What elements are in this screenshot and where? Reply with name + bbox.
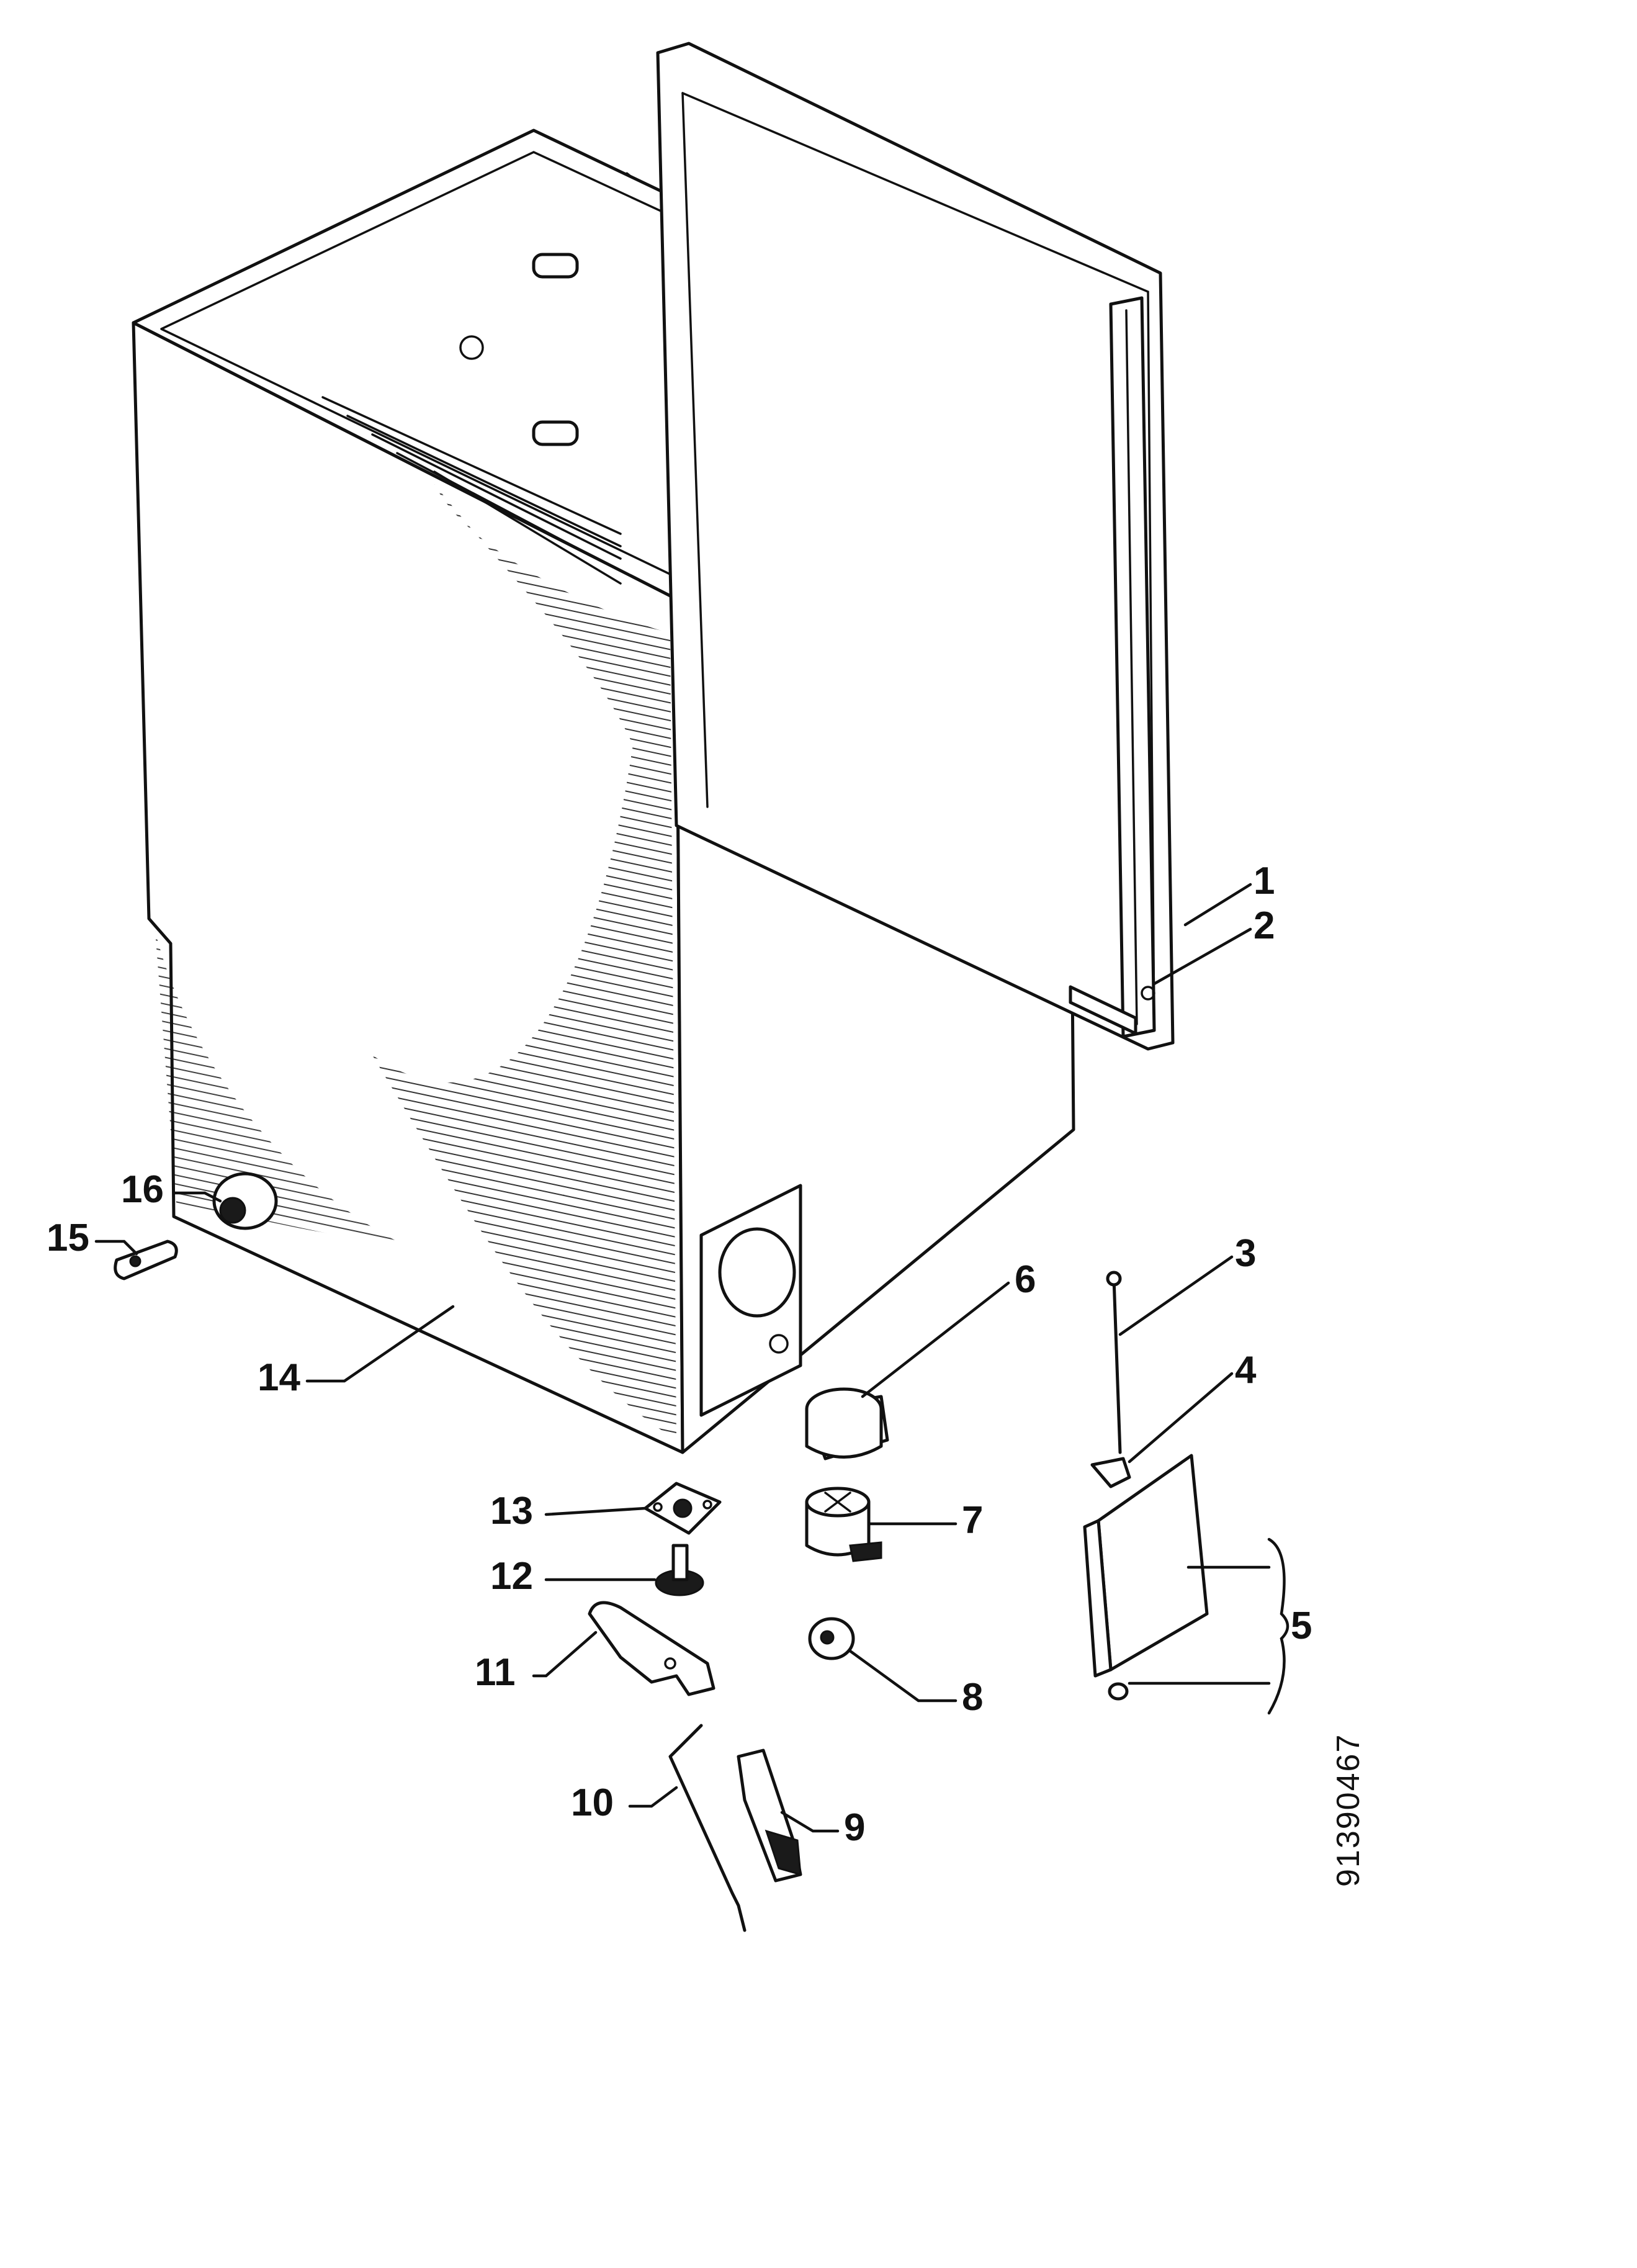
callout-7: 7 (962, 1499, 983, 1542)
callout-3: 3 (1235, 1232, 1256, 1275)
leader-2 (1152, 927, 1252, 986)
part-12-screw (655, 1544, 704, 1596)
leader-8 (848, 1649, 958, 1703)
callout-13: 13 (490, 1490, 533, 1532)
leader-6 (861, 1281, 1010, 1398)
cabinet-shading-lower (155, 931, 397, 1241)
callout-12: 12 (490, 1555, 533, 1598)
callout-14: 14 (258, 1356, 300, 1399)
door-panel-inner-edge (681, 92, 709, 808)
leader-lines (94, 883, 1289, 1833)
cabinet-vent-hole (718, 1227, 796, 1318)
door-panel-edge (681, 92, 1155, 1032)
part-16-foot (212, 1172, 278, 1230)
door-hinge-hole (1141, 986, 1155, 1001)
callout-11: 11 (475, 1651, 516, 1694)
cabinet-vent-screw (769, 1334, 789, 1354)
part-5-cover (1083, 1454, 1209, 1701)
leader-11 (532, 1631, 598, 1678)
part-15-clip (114, 1240, 178, 1280)
cabinet-interior-hatch (321, 396, 622, 585)
cabinet-lamp-mark (459, 335, 484, 360)
part-9-latch (737, 1748, 802, 1883)
callout-2: 2 (1254, 904, 1275, 947)
part-10-rod (668, 1724, 747, 1932)
door-assembly (656, 42, 1175, 1051)
leader-16 (172, 1191, 222, 1203)
leader-13 (544, 1506, 647, 1516)
callout-1: 1 (1254, 860, 1275, 902)
leader-14 (305, 1305, 455, 1383)
part-3-rod (1106, 1271, 1122, 1454)
part-4-clip (1090, 1457, 1131, 1488)
part-7-housing (805, 1487, 882, 1562)
callout-16: 16 (121, 1168, 164, 1211)
leader-4 (1128, 1372, 1234, 1464)
leader-15 (94, 1240, 138, 1256)
callout-9: 9 (844, 1806, 865, 1849)
callout-6: 6 (1015, 1258, 1036, 1301)
leader-9 (780, 1811, 840, 1833)
leader-10 (628, 1786, 678, 1808)
callout-labels: 1 2 3 4 5 6 7 8 9 10 11 12 13 14 15 16 (47, 860, 1312, 1849)
door-seal-line (1125, 309, 1138, 1025)
bracket-5 (1267, 1537, 1289, 1715)
callout-5: 5 (1291, 1604, 1312, 1647)
cabinet-slot-lower (532, 420, 579, 446)
callout-8: 8 (962, 1676, 983, 1719)
part-13-plate (644, 1482, 722, 1535)
callout-10: 10 (571, 1781, 614, 1824)
leader-1 (1183, 883, 1252, 927)
callout-15: 15 (47, 1217, 89, 1259)
part-6-bushing (805, 1387, 889, 1460)
cabinet-slot-upper (532, 253, 579, 279)
part-8-knob (808, 1617, 855, 1660)
leader-3 (1118, 1255, 1234, 1336)
cabinet-shading (372, 484, 676, 1440)
part-11-bracket (588, 1601, 715, 1696)
reference-code: 91390467 (1330, 1734, 1366, 1887)
door-bottom-strip (1069, 985, 1137, 1035)
door-panel (656, 42, 1175, 1051)
callout-4: 4 (1235, 1349, 1257, 1392)
